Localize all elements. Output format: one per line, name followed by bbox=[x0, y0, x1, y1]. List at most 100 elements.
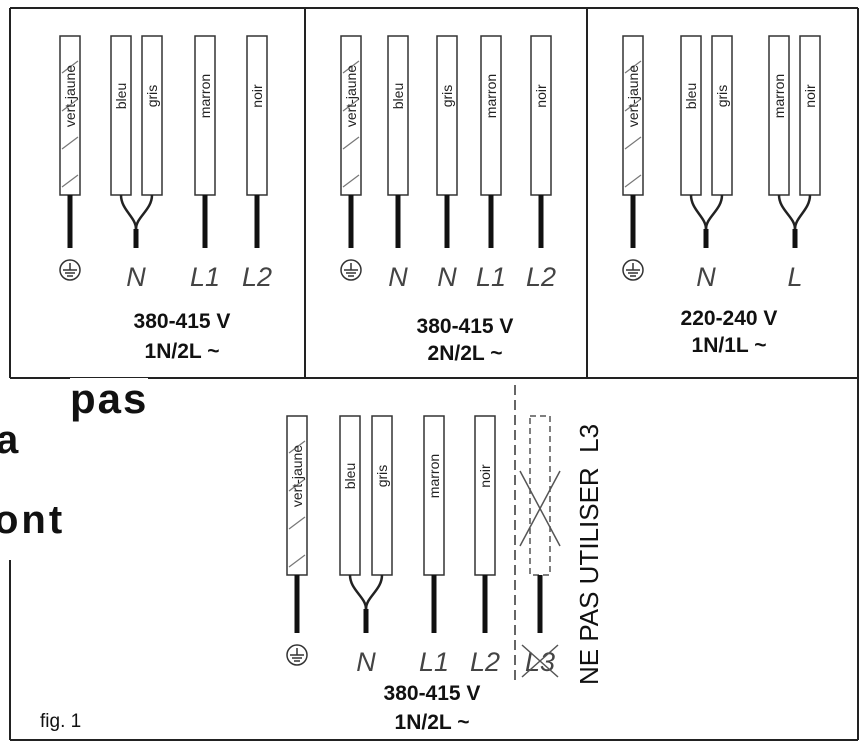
cross-out-line bbox=[519, 470, 561, 547]
stripe-mark bbox=[288, 554, 306, 568]
wire-vert-jaune: vert-jaune bbox=[622, 35, 644, 196]
terminal-label: L2 bbox=[526, 262, 556, 292]
lead-branch bbox=[777, 194, 797, 230]
terminal-label: L1 bbox=[190, 262, 220, 292]
terminal-label: L bbox=[787, 262, 802, 292]
wire-label: noir bbox=[533, 84, 549, 108]
voltage-label: 380-415 V bbox=[134, 310, 231, 333]
unused-wire-outline bbox=[529, 415, 551, 576]
wiring-panel-4: vert-jaunebleugrismarronnoirNL1L2L3380-4… bbox=[286, 415, 561, 734]
wire-gris: gris bbox=[371, 415, 393, 576]
wire-bleu: bleu bbox=[387, 35, 409, 196]
wire-sheath bbox=[711, 35, 733, 196]
lead-branch bbox=[119, 194, 138, 230]
voltage-label: 380-415 V bbox=[384, 682, 481, 705]
wire-sheath bbox=[371, 415, 393, 576]
terminal-label: N bbox=[356, 647, 376, 677]
wire-label: bleu bbox=[390, 83, 406, 109]
config-label: 1N/2L ~ bbox=[145, 340, 220, 363]
wire-label: gris bbox=[144, 85, 160, 108]
wire-sheath bbox=[141, 35, 163, 196]
wire-label: gris bbox=[374, 465, 390, 488]
stripe-mark bbox=[288, 440, 306, 454]
wire-noir: noir bbox=[246, 35, 268, 196]
wire-marron: marron bbox=[423, 415, 445, 576]
lead-branch bbox=[364, 574, 384, 610]
wire-sheath bbox=[339, 415, 361, 576]
background-text-fragment: ont bbox=[0, 500, 66, 540]
lead-branch bbox=[704, 194, 724, 230]
stripe-mark bbox=[624, 136, 642, 150]
terminal-label: N bbox=[126, 262, 146, 292]
wire-vert-jaune: vert-jaune bbox=[340, 35, 362, 196]
wire-bleu: bleu bbox=[110, 35, 132, 196]
stripe-mark bbox=[61, 136, 79, 150]
wire-noir: noir bbox=[474, 415, 496, 576]
wire-marron: marron bbox=[480, 35, 502, 196]
stripe-mark bbox=[61, 98, 79, 112]
wire-label: noir bbox=[477, 464, 493, 488]
wire-label: bleu bbox=[683, 83, 699, 109]
lead-branch bbox=[793, 194, 812, 230]
lead-branch bbox=[348, 574, 368, 610]
stripe-mark bbox=[342, 136, 360, 150]
wire-vert-jaune: vert-jaune bbox=[59, 35, 81, 196]
wire-label: gris bbox=[439, 85, 455, 108]
config-label: 2N/2L ~ bbox=[428, 342, 503, 365]
wire-label: bleu bbox=[342, 463, 358, 489]
wire-sheath bbox=[387, 35, 409, 196]
terminal-label: L2 bbox=[242, 262, 272, 292]
l3-warning-text: NE PAS UTILISER L3 bbox=[574, 424, 604, 685]
wire-label: vert-jaune bbox=[289, 445, 305, 507]
wire-gris: gris bbox=[141, 35, 163, 196]
wire-label: noir bbox=[249, 84, 265, 108]
wire-vert-jaune: vert-jaune bbox=[286, 415, 308, 576]
voltage-label: 380-415 V bbox=[417, 315, 514, 338]
wire-gris: gris bbox=[711, 35, 733, 196]
lead-branch bbox=[134, 194, 154, 230]
wire-label: vert-jaune bbox=[625, 65, 641, 127]
earth-icon bbox=[340, 259, 362, 281]
wire-sheath bbox=[799, 35, 821, 196]
stripe-mark bbox=[342, 174, 360, 188]
wire-sheath bbox=[110, 35, 132, 196]
figure-label: fig. 1 bbox=[40, 711, 81, 732]
wire-marron: marron bbox=[194, 35, 216, 196]
wire-sheath bbox=[436, 35, 458, 196]
background-text-fragment: pas bbox=[70, 375, 149, 422]
wire-label: noir bbox=[802, 84, 818, 108]
wire-sheath bbox=[246, 35, 268, 196]
terminal-label: N bbox=[696, 262, 716, 292]
stripe-mark bbox=[342, 60, 360, 74]
wire-noir: noir bbox=[530, 35, 552, 196]
terminal-label: N bbox=[437, 262, 457, 292]
terminal-label: N bbox=[388, 262, 408, 292]
wire-unused bbox=[519, 415, 561, 620]
config-label: 1N/1L ~ bbox=[692, 334, 767, 357]
stripe-mark bbox=[288, 516, 306, 530]
wire-gris: gris bbox=[436, 35, 458, 196]
stripe-mark bbox=[624, 98, 642, 112]
wire-label: marron bbox=[483, 74, 499, 118]
earth-icon bbox=[286, 644, 308, 666]
voltage-label: 220-240 V bbox=[681, 307, 778, 330]
wire-sheath bbox=[474, 415, 496, 576]
stripe-mark bbox=[61, 174, 79, 188]
earth-icon bbox=[622, 259, 644, 281]
stripe-mark bbox=[624, 174, 642, 188]
wire-label: marron bbox=[197, 74, 213, 118]
wire-label: gris bbox=[714, 85, 730, 108]
terminal-label: L1 bbox=[476, 262, 506, 292]
wire-label: vert-jaune bbox=[343, 65, 359, 127]
wire-noir: noir bbox=[799, 35, 821, 196]
cross-out-line bbox=[521, 644, 559, 678]
lead-branch bbox=[689, 194, 708, 230]
wire-label: vert-jaune bbox=[62, 65, 78, 127]
wire-label: marron bbox=[771, 74, 787, 118]
stripe-mark bbox=[288, 478, 306, 492]
terminal-label: L2 bbox=[470, 647, 500, 677]
stripe-mark bbox=[624, 60, 642, 74]
